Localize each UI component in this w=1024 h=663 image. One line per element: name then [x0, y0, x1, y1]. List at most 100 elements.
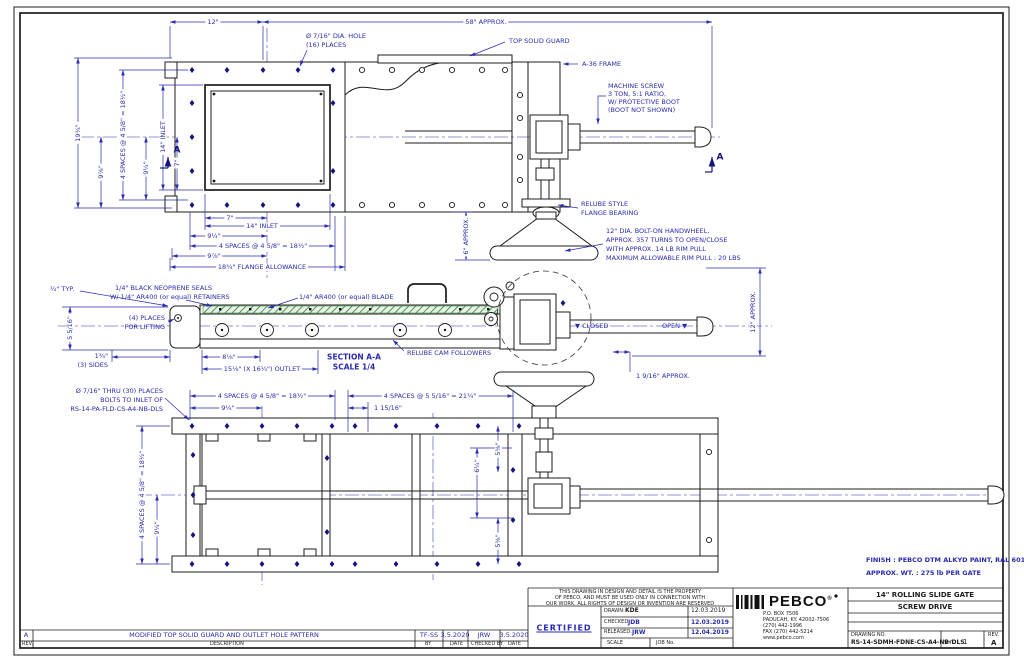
- weight-note: APPROX. WT. : 275 lb PER GATE: [866, 568, 981, 577]
- dim-1-3-4: 1¾": [94, 351, 108, 360]
- drawing-no-value: RS-14-SDMH-FDNE-CS-A4-NB-DLS: [851, 639, 965, 646]
- sht-value: 1: [963, 638, 968, 646]
- checked-date: 12.03.2019: [691, 619, 729, 626]
- top-solid-guard-label: TOP SOLID GUARD: [509, 36, 570, 45]
- sheet-border: [13, 6, 1010, 656]
- revision-description: MODIFIED TOP SOLID GUARD AND OUTLET HOLE…: [129, 630, 319, 639]
- bearing-note-1: RELUBE STYLE: [581, 199, 629, 208]
- dim-6-1-4: 6¼": [472, 457, 481, 475]
- checked-name: JDB: [628, 619, 640, 626]
- rev-label: REV.: [988, 632, 999, 638]
- dim-4spaces-5-5-16: 4 SPACES @ 5 5/16" = 21¼": [381, 391, 479, 400]
- drawn-name: KDE: [625, 607, 639, 614]
- address-line-1: P.O. BOX 7506: [763, 611, 799, 617]
- seals-note-2: W/ 1/4" AR400 (or equal) RETAINERS: [110, 292, 230, 301]
- dim-12-approx: 12" APPROX.: [748, 289, 757, 335]
- dim-4spaces-top: 4 SPACES @ 4 5/8" = 18½": [215, 391, 309, 400]
- open-label: OPEN ▼: [662, 321, 688, 330]
- bottom-view-linework: [138, 371, 1005, 585]
- revision-date-header: DATE: [450, 641, 464, 647]
- address-line-5: www.pebco.com: [763, 635, 804, 641]
- cam-followers-note: RELUBE CAM FOLLOWERS: [407, 348, 492, 357]
- dim-outlet: 15⅛" (X 16¼") OUTLET: [221, 364, 303, 373]
- checked-label: CHECKED:: [604, 619, 630, 625]
- handwheel-note-2: APPROX. 357 TURNS TO OPEN/CLOSE: [606, 235, 728, 244]
- dim-9-1-4-left: 9¼": [152, 519, 161, 537]
- revision-checked-by-header: CHECKED BY: [471, 641, 503, 647]
- drawing-title: 14" ROLLING SLIDE GATE: [875, 591, 975, 599]
- three-sides-note: (3) SIDES: [77, 360, 108, 369]
- thru-note-1: Ø 7/16" THRU (30) PLACES: [75, 386, 163, 395]
- bearing-note-2: FLANGE BEARING: [581, 208, 639, 217]
- dim-9-7-8-v: 9⅞": [96, 163, 105, 181]
- address-line-4: FAX (270) 442-5214: [763, 629, 813, 635]
- dim-4spaces-left: 4 SPACES @ 4 5/8" = 18½": [137, 448, 146, 542]
- machine-screw-note-1: MACHINE SCREW: [608, 81, 665, 90]
- dim-7-v: 7": [172, 157, 181, 169]
- dim-5-3-8-top: 5⅜": [493, 440, 502, 458]
- dim-9-1-4-top: 9¼": [219, 403, 237, 412]
- dim-14-inlet-v: 14" INLET: [158, 119, 167, 155]
- dim-58-approx: 58" APPROX.: [463, 17, 509, 26]
- registered-mark: ®: [827, 596, 833, 602]
- dim-9-7-8-h: 9⅞": [205, 251, 223, 260]
- blade-note: 1/4" AR400 (or equal) BLADE: [299, 292, 394, 301]
- section-aa-scale: SCALE 1/4: [332, 362, 376, 372]
- certified-stamp: CERTIFIED: [536, 623, 592, 633]
- revision-rev: A: [23, 630, 29, 639]
- job-no-label: JOB No.: [656, 640, 675, 646]
- revision-date: 3.5.2020: [440, 630, 470, 639]
- released-name: JRW: [632, 629, 646, 636]
- machine-screw-note-4: (BOOT NOT SHOWN): [608, 105, 676, 114]
- machine-screw-note-3: W/ PROTECTIVE BOOT: [608, 97, 680, 106]
- thru-note-3: RS-14-PA-FLD-CS-A4-NB-DLS: [70, 404, 163, 413]
- dim-19-3-4: 19¾": [73, 122, 82, 144]
- drawn-date: 12.03.2019: [691, 607, 726, 614]
- section-marker-a-left: A: [173, 145, 181, 156]
- quarter-typ-note: ¼" TYP.: [50, 284, 75, 293]
- section-view-dimensions: [62, 267, 766, 374]
- dim-7-h: 7": [224, 213, 236, 222]
- revision-date2-header: DATE: [508, 641, 522, 647]
- a36-frame-label: A-36 FRAME: [582, 59, 622, 68]
- pebco-logo-mark: [736, 594, 838, 609]
- address-line-2: PADUCAH, KY. 42002-7506: [763, 617, 830, 623]
- revision-by-header: BY: [425, 641, 432, 647]
- sht-label: SHT.: [944, 640, 955, 646]
- dim-9-1-4-h: 9¼": [205, 231, 223, 240]
- dim-4spaces-v: 4 SPACES @ 4 5/8" = 18½": [118, 88, 127, 182]
- released-label: RELEASED:: [604, 629, 632, 635]
- revision-rev-header: REV.: [22, 641, 33, 647]
- revision-checked-date: 3.5.2020: [499, 630, 529, 639]
- dim-9-1-4-v: 9¼": [141, 159, 150, 177]
- drawing-no-label: DRAWING NO.: [851, 632, 886, 638]
- revision-description-header: DESCRIPTION: [210, 641, 244, 647]
- table-rules: [20, 587, 1003, 648]
- released-date: 12.04.2019: [691, 629, 729, 636]
- property-note-2: OF PEBCO, AND MUST BE USED ONLY IN CONNE…: [554, 595, 706, 601]
- dim-14-inlet-h: 14" INLET: [244, 221, 280, 230]
- lifting-note-1: (4) PLACES: [128, 313, 165, 322]
- thru-note-2: BOLTS TO INLET OF: [100, 395, 163, 404]
- lifting-note-2: FOR LIFTING: [124, 322, 165, 331]
- dim-1-15-16: 1 15/16": [372, 403, 404, 412]
- drawing-subtitle: SCREW DRIVE: [897, 603, 953, 611]
- closed-label: ▼ CLOSED: [575, 321, 609, 330]
- handwheel-note-4: MAXIMUM ALLOWABLE RIM PULL : 20 LBS: [606, 253, 741, 262]
- dim-12: 12": [205, 17, 221, 26]
- section-marker-a-right: A: [716, 152, 724, 163]
- drawn-label: DRAWN:: [604, 608, 625, 614]
- company-name: PEBCO: [769, 593, 828, 610]
- revision-checked-by: JRW: [477, 630, 491, 639]
- section-view-linework: [58, 270, 772, 366]
- machine-screw-note-2: 3 TON, 5:1 RATIO,: [608, 89, 667, 98]
- dim-5-5-16: 5 5/16": [65, 314, 74, 342]
- handwheel-note-3: WITH APPROX. 14 LB RIM PULL: [606, 244, 706, 253]
- seals-note-1: 1/4" BLACK NEOPRENE SEALS: [115, 283, 213, 292]
- dim-flange-allowance: 18¾" FLANGE ALLOWANCE: [215, 262, 309, 271]
- dim-6-approx: 6" APPROX.: [461, 215, 470, 257]
- scale-label: SCALE: [607, 640, 624, 646]
- section-aa-title: SECTION A-A: [327, 352, 381, 362]
